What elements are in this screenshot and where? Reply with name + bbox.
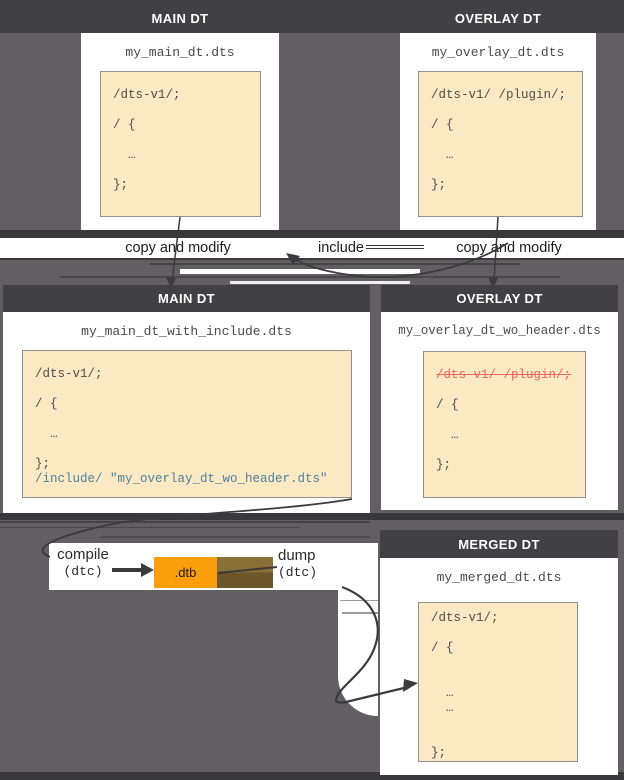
code-line: /include/ "my_overlay_dt_wo_header.dts" [35,472,328,486]
card-header: OVERLAY DT [400,3,596,33]
code-line [431,133,582,148]
glitch-streak [366,245,424,246]
glitch-streak [150,263,520,265]
code-line: / { [431,118,454,132]
code-line: / { [436,398,459,412]
compile-dump-band: compile (dtc) .dtb dump (dtc) [49,543,378,590]
glitch-streak [0,258,624,260]
code-line: … [431,701,454,715]
code-line: … [431,148,454,162]
glitch-streak [366,248,424,249]
card-overlay-dt-top: OVERLAY DT my_overlay_dt.dts /dts-v1/ /p… [400,3,596,230]
code-line: }; [35,457,51,471]
card-header: MERGED DT [380,530,618,558]
code-line: }; [431,178,447,192]
code-block: /dts-v1/ /plugin/; / { … }; [418,71,583,217]
code-line [431,716,577,731]
code-line [35,412,351,427]
code-line: … [35,427,58,441]
card-main-dt-top: MAIN DT my_main_dt.dts /dts-v1/; / { … }… [81,3,279,230]
card-header: MAIN DT [81,3,279,33]
card-merged-dt: MERGED DT my_merged_dt.dts /dts-v1/; / {… [380,530,618,775]
filename-label: my_overlay_dt_wo_header.dts [398,324,601,338]
code-line: … [431,686,454,700]
code-line: /dts-v1/ /plugin/; [431,88,567,102]
filename-label: my_overlay_dt.dts [431,45,565,60]
card-header: OVERLAY DT [381,285,618,312]
dark-strip-upper [0,230,624,238]
glitch-streak [100,536,370,538]
include-label: include [318,240,364,256]
glitch-streak [342,612,378,614]
code-line [431,103,582,118]
code-line [35,442,351,457]
card-main-dt-with-include: MAIN DT my_main_dt_with_include.dts /dts… [3,285,370,513]
code-line [431,671,577,686]
filename-label: my_main_dt.dts [125,45,235,60]
code-line: / { [431,641,454,655]
dump-label: dump [278,547,316,564]
compile-tool-label: (dtc) [63,564,103,579]
filename-label: my_merged_dt.dts [436,570,562,585]
code-block: /dts-v1/; / { … }; [100,71,261,217]
code-line: / { [113,118,136,132]
dump-tool-label: (dtc) [278,565,318,580]
code-line [436,443,585,458]
compile-label: compile [57,546,109,563]
code-line [431,163,582,178]
glitch-streak [0,521,370,523]
code-line [436,413,585,428]
code-line: / { [35,397,58,411]
code-line [431,626,577,641]
code-line: }; [431,746,447,760]
code-line [113,163,260,178]
copy-and-modify-label-right: copy and modify [456,240,562,256]
code-line [113,133,260,148]
glitch-streak [230,281,410,284]
glitch-streak [180,269,420,274]
card-header: MAIN DT [3,285,370,312]
code-line: /dts-v1/; [431,611,499,625]
code-block: /dts-v1/; / { … … }; [418,602,578,762]
code-block: /dts-v1/ /plugin/; / { … }; [423,351,586,498]
dtb-box: .dtb [154,557,217,588]
glitch-streak [0,527,300,528]
code-block: /dts-v1/; / { … };/include/ "my_overlay_… [22,350,352,498]
code-line [113,103,260,118]
glitch-streak [60,276,560,278]
code-line: /dts-v1/; [35,367,103,381]
copy-and-modify-label-left: copy and modify [125,240,231,256]
code-line: /dts-v1/; [113,88,181,102]
code-line [35,382,351,397]
glitch-streak [340,600,378,601]
code-line [436,383,585,398]
code-line: }; [436,458,452,472]
filename-label: my_main_dt_with_include.dts [81,324,292,339]
code-line: … [436,428,459,442]
code-line: /dts-v1/ /plugin/; [436,368,572,382]
dark-strip-bottom [0,772,624,780]
code-line [431,656,577,671]
swoosh-background [338,588,378,716]
code-line: }; [113,178,129,192]
card-overlay-dt-wo-header: OVERLAY DT my_overlay_dt_wo_header.dts /… [381,285,618,510]
artifact-block [217,557,273,588]
code-line: … [113,148,136,162]
code-line [431,731,577,746]
dark-strip-middle [0,513,624,520]
